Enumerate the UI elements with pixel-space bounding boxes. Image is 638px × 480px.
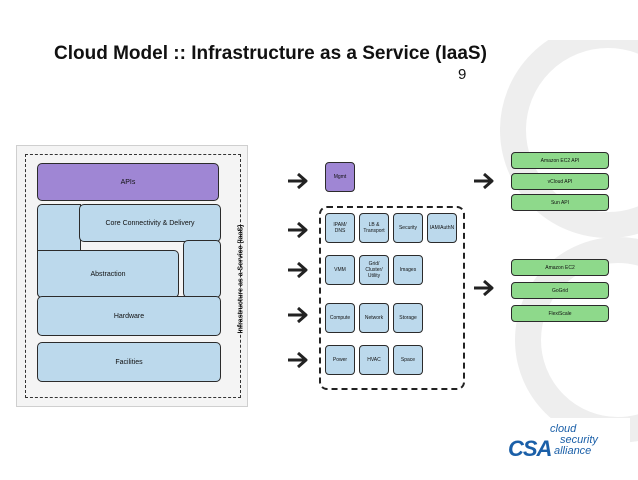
flexiscale-box: FlexiScale xyxy=(511,305,609,322)
storage-component: Storage xyxy=(393,303,423,333)
apis-layer: APIs xyxy=(37,163,219,201)
iaas-stack-border xyxy=(25,154,241,398)
hardware-layer: Hardware xyxy=(37,296,221,336)
vmm-component: VMM xyxy=(325,255,355,285)
power-component: Power xyxy=(325,345,355,375)
iaas-side-label-text: Infrastructure as a Service (IaaS) xyxy=(237,224,245,334)
hvac-component: HVAC xyxy=(359,345,389,375)
csa-logo-abbr: CSA xyxy=(508,436,552,461)
abstraction-layer: Abstraction xyxy=(37,250,179,298)
iaas-stack-diagram: APIs Core Connectivity & Delivery Abstra… xyxy=(16,145,248,407)
facilities-layer: Facilities xyxy=(37,342,221,382)
sun-api-box: Sun API xyxy=(511,194,609,211)
security-component: Security xyxy=(393,213,423,243)
images-component: Images xyxy=(393,255,423,285)
grid-cluster-utility-component: Grid/ Cluster/ Utility xyxy=(359,255,389,285)
ipam-dns-component: IPAM/ DNS xyxy=(325,213,355,243)
amazon-ec2-box: Amazon EC2 xyxy=(511,259,609,276)
core-connectivity-layer: Core Connectivity & Delivery xyxy=(79,204,221,242)
arrow-icon xyxy=(474,279,494,297)
mgmt-component: Mgmt xyxy=(325,162,355,192)
arrow-icon xyxy=(288,261,308,279)
arrow-icon xyxy=(474,172,494,190)
arrow-icon xyxy=(288,306,308,324)
page-title: Cloud Model :: Infrastructure as a Servi… xyxy=(54,43,487,64)
arrow-icon xyxy=(288,221,308,239)
gogrid-box: GoGrid xyxy=(511,282,609,299)
csa-logo: CSA cloud security alliance xyxy=(498,418,630,474)
components-dashed-group xyxy=(319,206,465,390)
arrow-icon xyxy=(288,351,308,369)
page-number: 9 xyxy=(458,66,467,83)
vcloud-api-box: vCloud API xyxy=(511,173,609,190)
network-component: Network xyxy=(359,303,389,333)
amazon-ec2-api-box: Amazon EC2 API xyxy=(511,152,609,169)
arrow-icon xyxy=(288,172,308,190)
core-connectivity-extension xyxy=(183,240,221,298)
csa-logo-line1: cloud xyxy=(550,423,577,435)
lb-transport-component: LB & Transport xyxy=(359,213,389,243)
csa-logo-tagline: cloud security alliance xyxy=(550,424,598,457)
csa-logo-line2: security xyxy=(560,434,598,446)
space-component: Space xyxy=(393,345,423,375)
csa-logo-line3: alliance xyxy=(554,445,592,457)
iam-authn-component: IAM/AuthN xyxy=(427,213,457,243)
compute-component: Compute xyxy=(325,303,355,333)
iaas-side-label: Infrastructure as a Service (IaaS) xyxy=(231,164,251,394)
